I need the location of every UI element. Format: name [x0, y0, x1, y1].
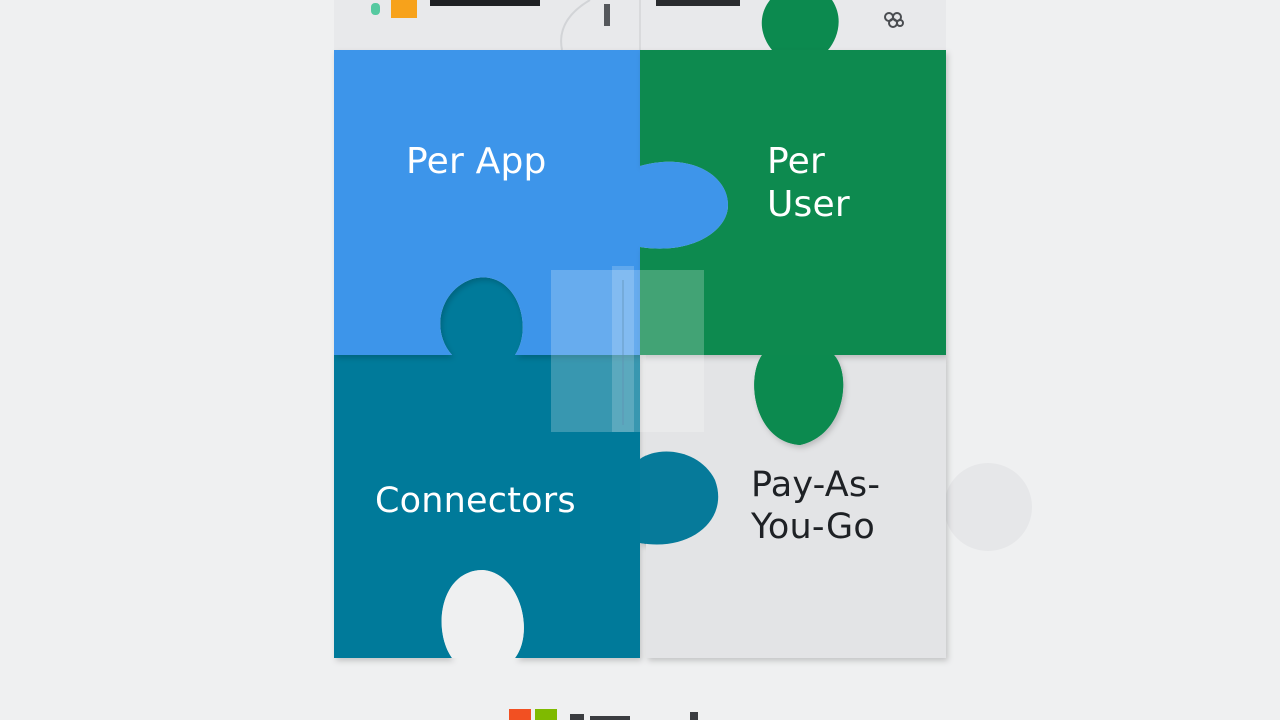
document-icon [371, 0, 610, 26]
top-strip [334, 0, 946, 51]
connectors-piece [334, 277, 719, 658]
pay-as-you-go-piece [646, 355, 946, 658]
top-strip-text [656, 0, 740, 6]
top-strip-curve [560, 0, 591, 51]
per-user-piece [640, 50, 946, 445]
connectors-label: Connectors [375, 481, 576, 521]
pay-as-you-go-label: Pay-As- You-Go [751, 465, 881, 547]
ghost-tab [944, 463, 1032, 551]
per-app-piece [334, 50, 640, 355]
connectors-notch [441, 570, 524, 658]
brain-icon [884, 12, 904, 28]
per-user-label: Per User [767, 141, 850, 226]
connectors-tab [640, 451, 719, 545]
per-app-tab [640, 161, 728, 249]
per-user-top-tab [761, 0, 839, 50]
microsoft-logo-icon [509, 709, 698, 720]
center-overlay [551, 266, 704, 432]
per-app-label: Per App [406, 141, 547, 182]
per-user-tab [754, 355, 844, 445]
